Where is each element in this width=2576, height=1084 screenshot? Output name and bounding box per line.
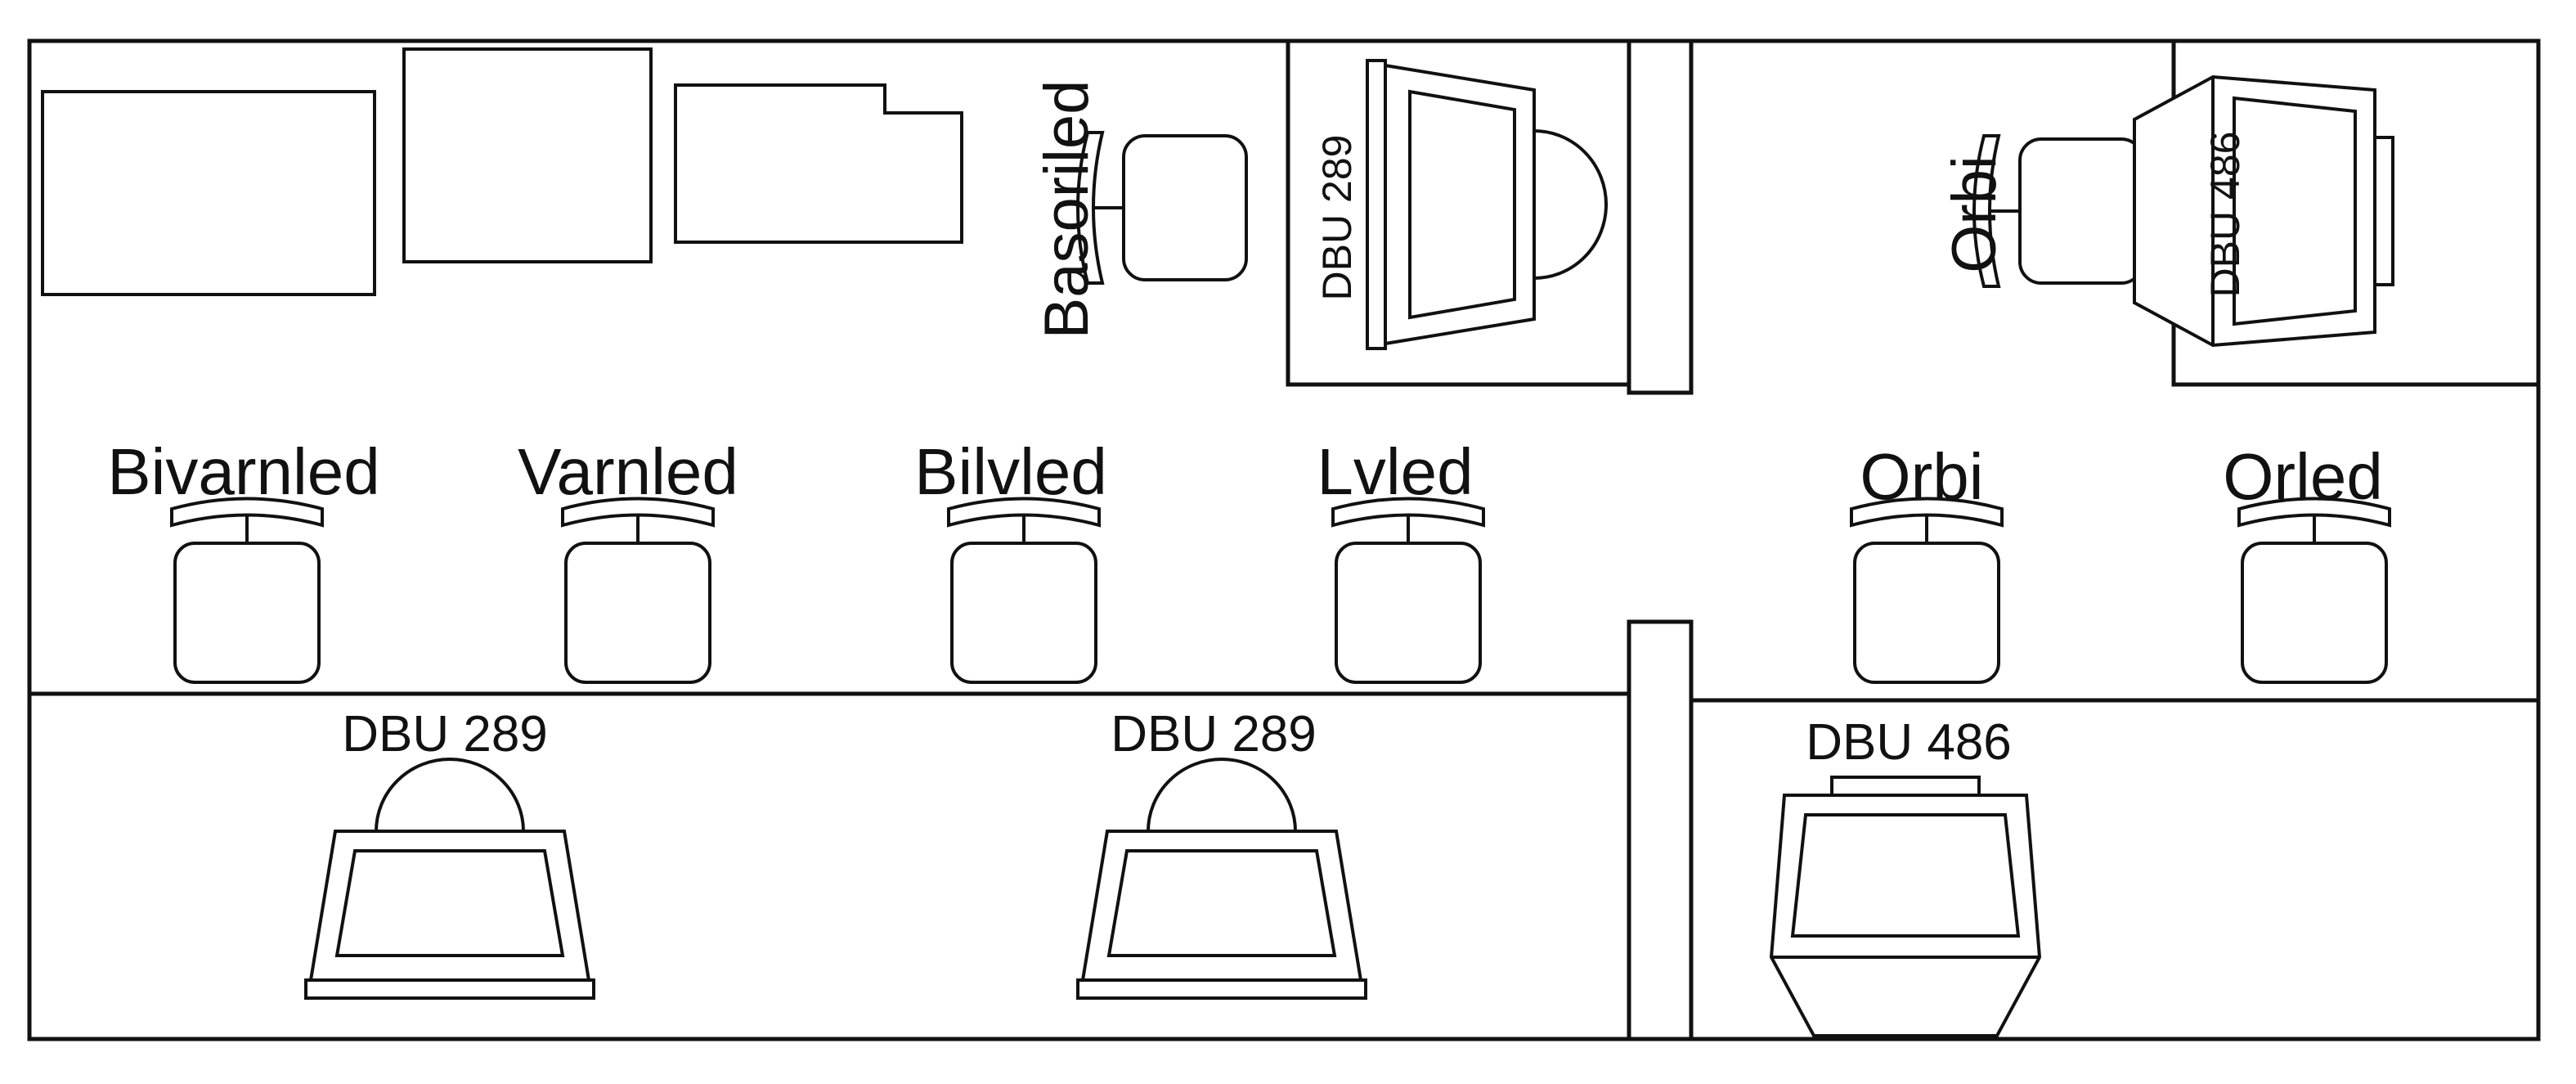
terminal-bottom-middle: DBU 289: [1076, 706, 1367, 1000]
operator-label-lvled: Lvled: [1317, 435, 1473, 508]
cabinet-3: [674, 83, 963, 244]
operator-label-orbi-top: Orbi: [1940, 155, 2009, 273]
operator-varnled: Varnled: [518, 435, 738, 684]
terminal-bottom-left: DBU 289: [304, 706, 595, 1000]
terminal-label-bottom-right: DBU 486: [1806, 714, 2012, 771]
workstation-top-left: Basoriled DBU 289: [1032, 59, 1608, 350]
operator-label-orled: Orled: [2223, 440, 2383, 513]
cabinet-1: [41, 90, 376, 296]
terminal-label-top-left: DBU 289: [1314, 135, 1360, 301]
cabinets: [41, 47, 963, 296]
operator-label-varnled: Varnled: [518, 435, 738, 508]
room-walls: [27, 38, 2541, 1041]
workstation-top-right: Orbi DBU 486: [1940, 75, 2394, 347]
operator-bilvled: Bilvled: [914, 435, 1107, 684]
operator-label-basoriled: Basoriled: [1032, 80, 1102, 340]
terminal-label-bottom-middle: DBU 289: [1111, 706, 1317, 762]
operator-bivarnled: Bivarnled: [107, 435, 380, 684]
terminal-label-top-right: DBU 486: [2202, 132, 2248, 298]
operator-label-bilvled: Bilvled: [914, 435, 1107, 508]
operator-lvled: Lvled: [1317, 435, 1485, 684]
operator-orbi: Orbi: [1850, 440, 2004, 684]
operator-label-bivarnled: Bivarnled: [107, 435, 380, 508]
terminal-label-bottom-left: DBU 289: [342, 706, 548, 762]
cabinet-2: [402, 47, 653, 263]
operator-label-orbi: Orbi: [1860, 440, 1983, 513]
operator-orled: Orled: [2223, 440, 2391, 684]
terminal-bottom-right: DBU 486: [1770, 714, 2041, 1037]
